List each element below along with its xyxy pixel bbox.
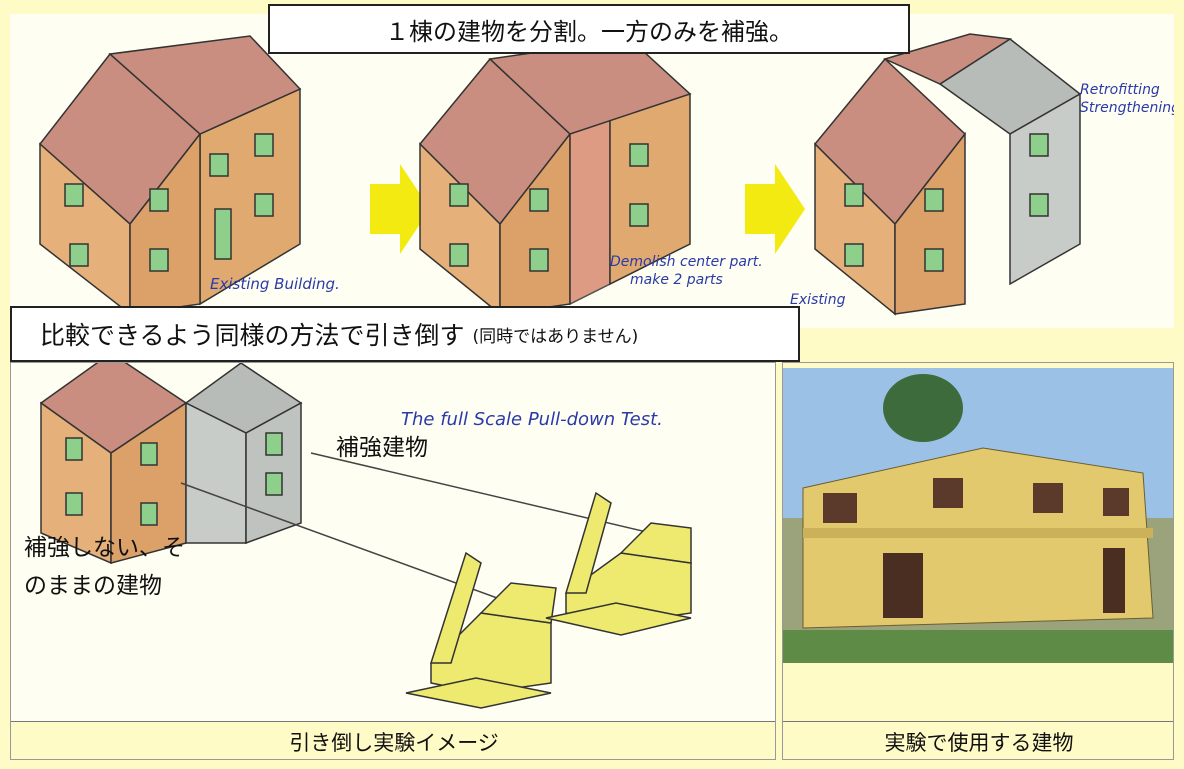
arrow-shape-2	[745, 164, 805, 254]
top-title: １棟の建物を分割。一方のみを補強。	[268, 4, 910, 54]
top-title-text: １棟の建物を分割。一方のみを補強。	[385, 17, 793, 46]
retrofit-label-line2: Strengthening	[1080, 100, 1174, 116]
mid-title-note: (同時ではありません)	[472, 326, 639, 347]
photo-caption-text: 実験で使用する建物	[884, 730, 1074, 755]
pulldown-sketch-illustration: The full Scale Pull-down Test.	[39, 363, 692, 709]
label-unreinforced-line2: のままの建物	[24, 573, 162, 599]
demolish-label-line2: make 2 parts	[630, 272, 723, 288]
sketch-retrofit	[813, 33, 1082, 316]
arrow-shape-1	[370, 164, 430, 254]
retrofit-label-line1: Retrofitting	[1080, 82, 1160, 98]
existing-building-sketch-illustration: Existing Building. Demolish center part.…	[38, 33, 1174, 316]
mid-title: 比較できるよう同様の方法で引き倒す (同時ではありません)	[10, 306, 800, 362]
pulldown-caption-text: 引き倒し実験イメージ	[289, 730, 499, 755]
pulldown-sketch-title: The full Scale Pull-down Test.	[401, 409, 663, 430]
pulldown-panel: The full Scale Pull-down Test. 引き倒し実験イメー…	[10, 362, 776, 760]
pulldown-caption: 引き倒し実験イメージ	[11, 721, 775, 759]
label-unreinforced-line1: 補強しない、そ	[24, 535, 185, 561]
label-reinforced: 補強建物	[336, 435, 428, 461]
existing-building-sketch-label: Existing Building.	[210, 275, 340, 293]
existing-label-3: Existing	[790, 292, 846, 308]
photo-panel: 実験で使用する建物	[782, 362, 1174, 760]
photo-caption: 実験で使用する建物	[783, 721, 1173, 759]
demolish-label-line1: Demolish center part.	[610, 254, 763, 270]
test-building-photo	[783, 368, 1173, 663]
sketch-existing-building	[38, 35, 302, 316]
sketch-demolish-center	[418, 38, 692, 316]
mid-title-text: 比較できるよう同様の方法で引き倒す	[40, 321, 465, 350]
top-sketch-panel: Existing Building. Demolish center part.…	[10, 14, 1174, 328]
